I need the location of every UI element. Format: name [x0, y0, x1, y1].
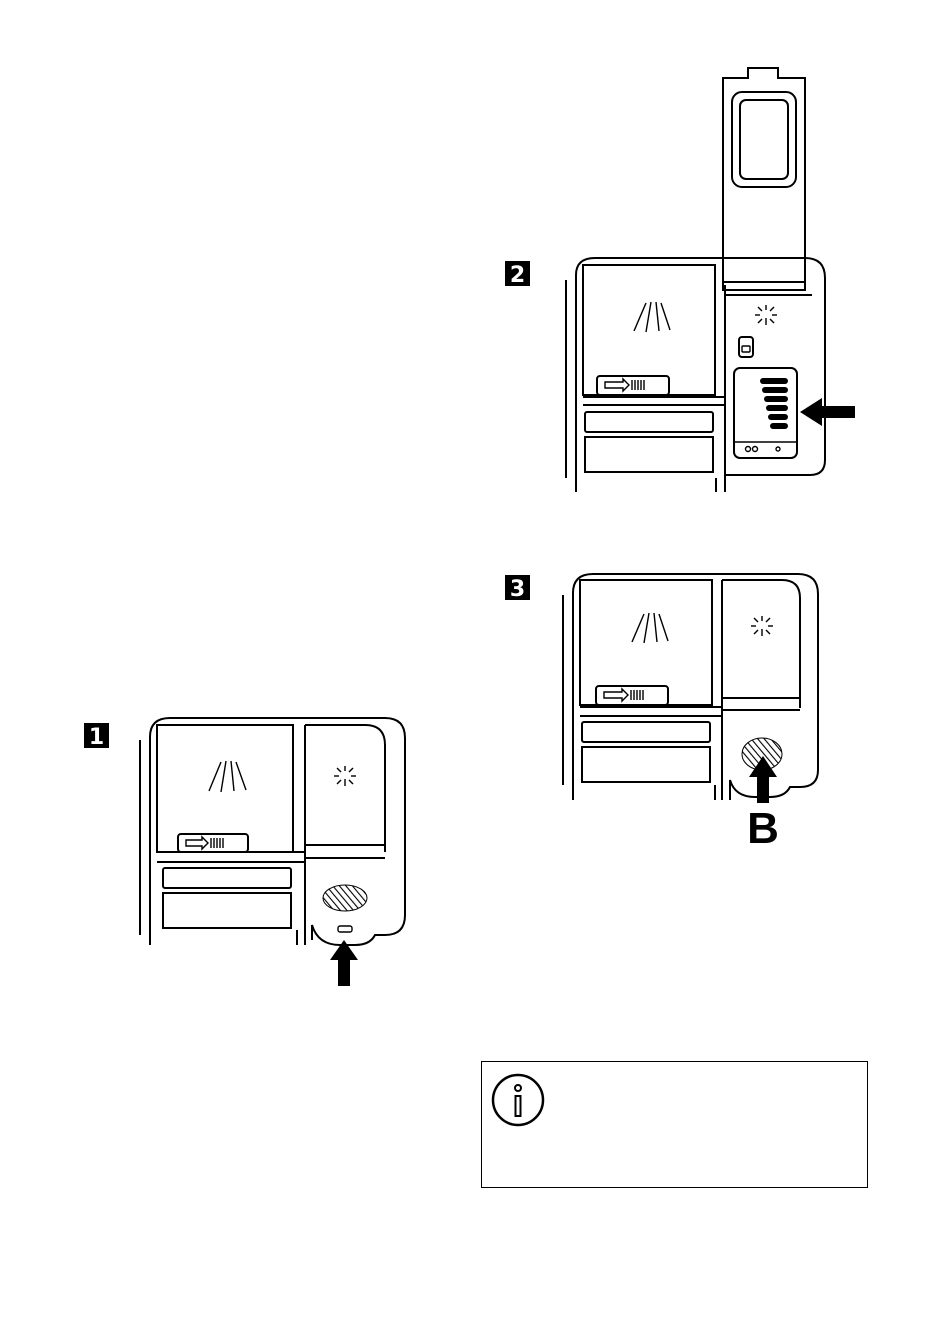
figure-3: 3: [505, 574, 818, 853]
info-icon: [490, 1072, 546, 1128]
rinse-aid-sparkle-icon: [751, 616, 773, 636]
dispenser-2: [566, 68, 825, 492]
rinse-aid-sparkle-icon: [334, 766, 356, 786]
info-box: [481, 1061, 868, 1188]
step-number-1: 1: [89, 725, 104, 750]
callout-b: B: [747, 804, 779, 853]
figure-1: 1: [84, 718, 405, 986]
dispenser-3: [563, 574, 818, 800]
step-badge-2: 2: [505, 261, 530, 288]
arrow-up-1: [330, 940, 358, 986]
dispenser-1: [140, 718, 405, 945]
detergent-spray-icon: [209, 761, 246, 792]
step-badge-3: 3: [505, 575, 530, 602]
rinse-aid-sparkle-icon: [755, 305, 777, 325]
step-number-3: 3: [510, 577, 525, 602]
step-badge-1: 1: [84, 723, 109, 750]
detergent-spray-icon: [634, 302, 670, 332]
step-number-2: 2: [510, 263, 525, 288]
detergent-spray-icon: [632, 613, 668, 643]
figure-2: 2: [505, 68, 855, 492]
level-indicator-bars: [760, 378, 788, 429]
arrow-left-2: [800, 398, 855, 426]
